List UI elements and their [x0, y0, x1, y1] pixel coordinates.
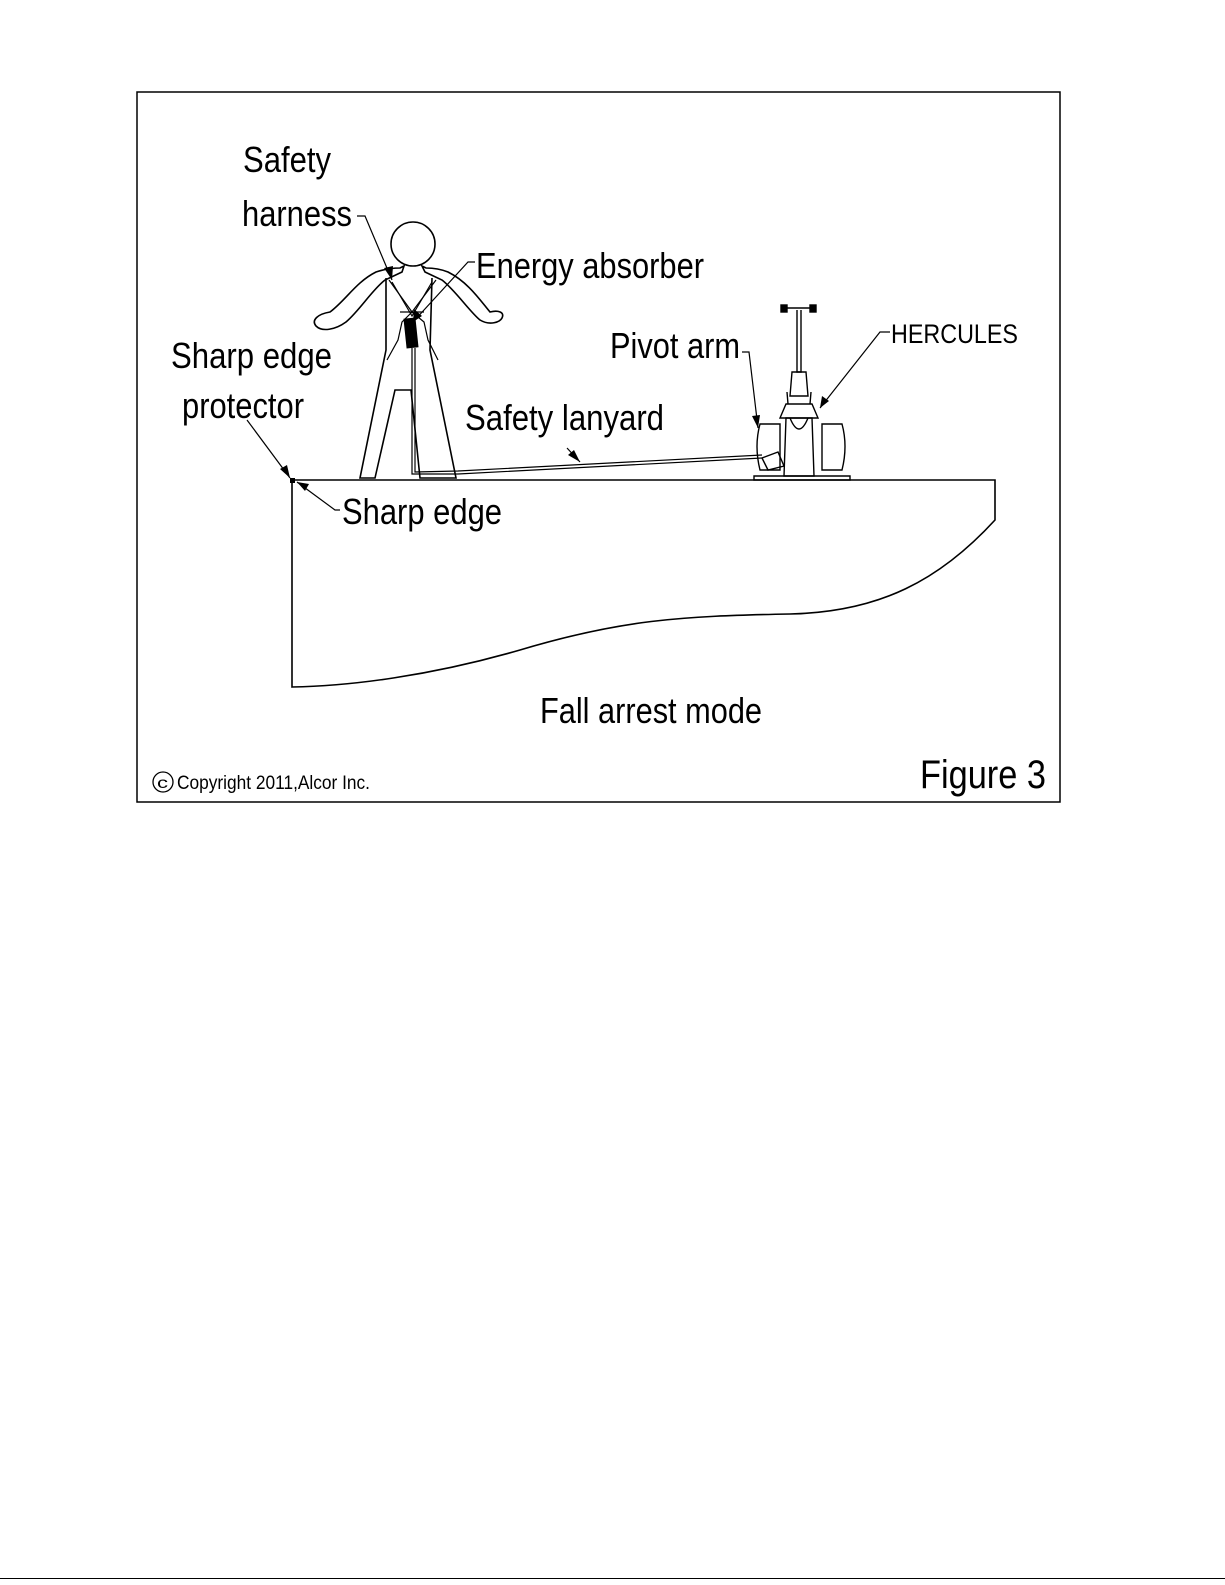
- sharp-edge-protector-icon: [290, 478, 295, 483]
- label-arrowheads: [280, 266, 829, 491]
- label-sharp-edge-protector-line2: protector: [182, 385, 304, 426]
- energy-absorber-icon: [403, 317, 418, 348]
- copyright-symbol-letter: c: [157, 775, 168, 792]
- copyright-text: Copyright 2011,Alcor Inc.: [177, 773, 370, 794]
- figure-number: Figure 3: [920, 753, 1046, 797]
- mode-caption: Fall arrest mode: [540, 690, 762, 731]
- worker-figure-icon: [314, 222, 502, 478]
- label-safety-harness-line1: Safety: [243, 139, 331, 180]
- label-safety-harness-line2: harness: [242, 193, 352, 234]
- label-sharp-edge: Sharp edge: [342, 491, 502, 532]
- hercules-anchor-icon: [754, 305, 850, 480]
- label-sharp-edge-protector-line1: Sharp edge: [171, 335, 332, 376]
- label-energy-absorber: Energy absorber: [476, 245, 704, 286]
- page-bottom-rule: [0, 1578, 1225, 1579]
- label-pivot-arm: Pivot arm: [610, 325, 740, 366]
- label-hercules: HERCULES: [891, 319, 1018, 349]
- label-safety-lanyard: Safety lanyard: [465, 397, 664, 438]
